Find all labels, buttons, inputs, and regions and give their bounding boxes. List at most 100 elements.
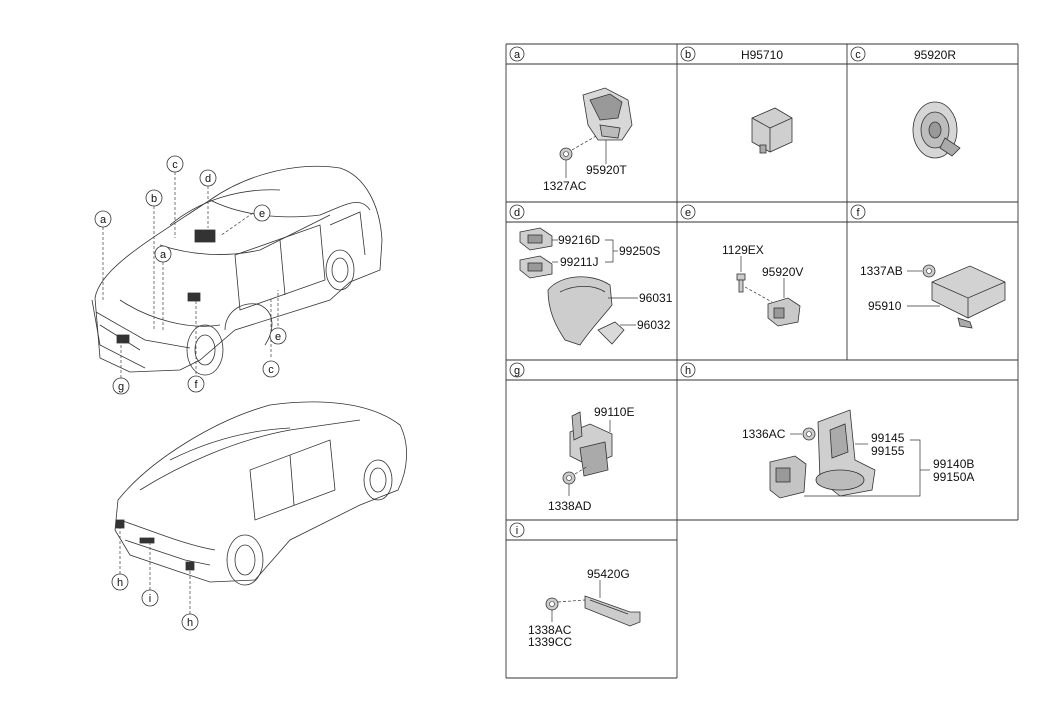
panel-d-leaders — [552, 239, 638, 326]
nut-icon — [559, 147, 573, 161]
callout-e-bottom[interactable]: e — [269, 327, 287, 345]
panel-a-header: a — [509, 46, 525, 62]
panel-f-content: 1337AB 95910 — [860, 264, 1006, 329]
part-number: 1327AC — [543, 179, 587, 193]
panel-e-header: e — [680, 204, 696, 220]
panel-c-header: c 95920R — [850, 46, 956, 62]
part-number: 99250S — [619, 244, 660, 258]
part-number: 95420G — [587, 567, 630, 581]
callout-letter: d — [205, 173, 211, 185]
callout-letter: a — [160, 249, 167, 261]
panel-title: 95920R — [914, 48, 956, 62]
horn-drawing — [912, 101, 961, 159]
radar-sensor-drawing — [769, 455, 807, 499]
sensor-e-drawing — [767, 297, 801, 327]
panel-g-leaders — [568, 420, 611, 496]
part-number: 99145 — [871, 431, 905, 445]
camera-cover-drawing — [547, 276, 613, 346]
callout-c-top[interactable]: c — [166, 155, 184, 173]
panel-f-leaders — [907, 270, 940, 307]
nut-icon — [802, 427, 816, 441]
part-number: 1129EX — [722, 243, 764, 257]
bracket-small-top — [519, 227, 553, 251]
callout-letter: b — [151, 193, 157, 205]
part-number: 95910 — [868, 299, 902, 313]
parts-grid — [505, 43, 1019, 679]
callout-letter: c — [268, 364, 274, 376]
panel-letter: g — [514, 365, 520, 377]
rear-callouts: h i h — [111, 573, 199, 631]
callout-e-top[interactable]: e — [253, 204, 271, 222]
part-number: 1338AC — [528, 623, 572, 637]
callout-letter: i — [149, 593, 151, 605]
panel-c-content — [912, 101, 961, 159]
callout-letter: c — [172, 159, 178, 171]
panel-letter: d — [514, 207, 520, 219]
callout-letter: h — [117, 577, 123, 589]
callout-letter: e — [275, 331, 281, 343]
part-number: 1338AD — [548, 499, 592, 513]
callout-h-right[interactable]: h — [181, 613, 199, 631]
part-number: 99155 — [871, 444, 905, 458]
bracket-small-bottom — [519, 255, 553, 279]
panel-letter: e — [685, 207, 691, 219]
panel-letter: h — [685, 365, 691, 377]
nut-icon — [922, 264, 936, 278]
nut-icon — [562, 471, 576, 485]
callout-letter: a — [100, 214, 107, 226]
callout-g[interactable]: g — [112, 377, 130, 395]
part-number: 96031 — [639, 291, 673, 305]
callout-f[interactable]: f — [187, 375, 205, 393]
callout-d-top[interactable]: d — [199, 169, 217, 187]
callout-a-center[interactable]: a — [154, 245, 172, 263]
callout-letter: g — [118, 381, 124, 393]
panel-a-leaders — [565, 135, 607, 178]
panel-d-content: 99216D 99250S 99211J 96031 96032 — [519, 227, 673, 346]
bolt-icon — [736, 273, 746, 293]
part-number: 1337AB — [860, 264, 903, 278]
front-vehicle-illustration — [91, 165, 383, 376]
panel-g-header: g — [509, 362, 525, 378]
callout-b-top[interactable]: b — [145, 189, 163, 207]
sensor-drawing — [751, 107, 793, 154]
airbag-module-drawing — [931, 265, 1006, 329]
trim-piece-drawing — [597, 321, 625, 345]
callout-letter: e — [259, 208, 265, 220]
callout-a-left[interactable]: a — [94, 210, 112, 228]
front-callout-leaders — [102, 172, 279, 378]
panel-e-leaders — [740, 256, 785, 303]
rear-radar-bracket-drawing — [815, 409, 876, 497]
panel-letter: f — [856, 207, 860, 219]
panel-f-header: f — [850, 204, 866, 220]
callout-i[interactable]: i — [141, 589, 159, 607]
panel-d-header: d — [509, 204, 525, 220]
panel-h-leaders — [790, 433, 930, 497]
panel-h-header: h — [680, 362, 696, 378]
part-number: 99140B — [933, 457, 974, 471]
panel-letter: i — [516, 525, 518, 537]
rear-callout-leaders — [119, 528, 191, 614]
camera-bracket-drawing — [582, 87, 633, 141]
rear-vehicle-illustration — [114, 401, 407, 586]
rear-camera-bar-drawing — [584, 595, 641, 627]
panel-i-content: 95420G 1338AC 1339CC — [528, 567, 641, 649]
callout-h-left[interactable]: h — [111, 573, 129, 591]
panel-b-content — [751, 107, 793, 154]
callout-letter: f — [194, 379, 198, 391]
front-callouts: c d b e a a e c g f — [94, 155, 287, 395]
panel-letter: a — [514, 49, 521, 61]
panel-a-content: 95920T 1327AC — [543, 87, 633, 193]
callout-c-bottom[interactable]: c — [262, 360, 280, 378]
part-number: 99150A — [933, 470, 974, 484]
part-number: 99110E — [594, 405, 634, 419]
radar-bracket-drawing — [569, 411, 613, 477]
panel-letter: c — [855, 49, 861, 61]
part-number: 95920T — [586, 163, 627, 177]
panel-i-leaders — [551, 580, 601, 622]
panel-g-content: 99110E 1338AD — [548, 405, 634, 513]
panel-letter: b — [685, 49, 691, 61]
nut-icon — [545, 597, 559, 611]
